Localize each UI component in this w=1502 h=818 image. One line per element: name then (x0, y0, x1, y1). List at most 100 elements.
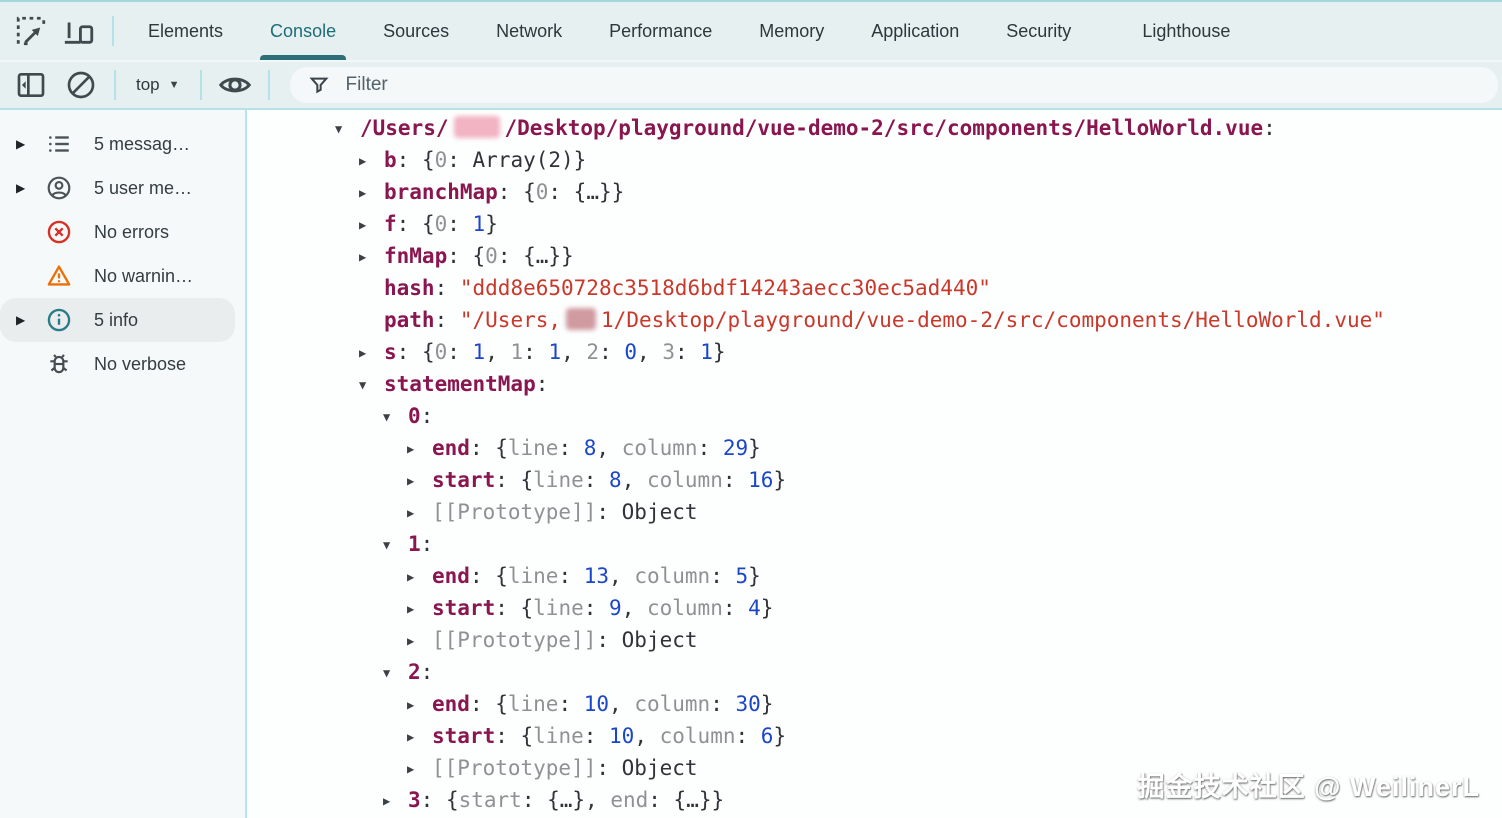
console-text: 0 (535, 180, 549, 204)
console-text: 1 (510, 340, 524, 364)
console-text: s (384, 340, 397, 364)
console-text: , (596, 436, 622, 460)
disclosure-closed-icon[interactable]: ▶ (359, 154, 367, 168)
warning-icon (46, 263, 76, 289)
disclosure-open-icon[interactable]: ▼ (359, 378, 367, 392)
tab-application[interactable]: Application (869, 2, 961, 60)
toolbar-divider (114, 70, 116, 100)
disclosure-closed-icon[interactable]: ▶ (407, 570, 415, 584)
toolbar-divider (112, 16, 114, 46)
disclosure-closed-icon[interactable]: ▶ (407, 506, 415, 520)
console-text: end (610, 788, 649, 812)
disclosure-open-icon[interactable]: ▼ (383, 666, 391, 680)
console-row: ▶[[Prototype]]: Object (247, 752, 1502, 784)
live-expression-button[interactable] (216, 66, 254, 104)
console-text: 1 (700, 340, 713, 364)
sidebar-item-label: No verbose (94, 353, 187, 374)
sidebar-item-no-verbose[interactable]: No verbose (0, 342, 235, 386)
disclosure-closed-icon[interactable]: ▶ (359, 346, 367, 360)
disclosure-open-icon[interactable]: ▼ (335, 122, 343, 136)
toggle-device-toolbar-button[interactable] (60, 12, 98, 50)
console-row: ▶b: {0: Array(2)} (247, 144, 1502, 176)
disclosure-closed-icon[interactable]: ▶ (407, 634, 415, 648)
console-text: 8 (583, 436, 597, 460)
disclosure-closed-icon[interactable]: ▶ (407, 730, 415, 744)
console-text: , (621, 596, 647, 620)
console-text: } (760, 692, 774, 716)
execution-context-dropdown[interactable]: top ▼ (130, 75, 186, 95)
tab-lighthouse[interactable]: Lighthouse (1140, 2, 1232, 60)
tab-security[interactable]: Security (1004, 2, 1073, 60)
filter-box[interactable] (289, 67, 1498, 103)
console-sidebar-toggle-button[interactable] (12, 66, 50, 104)
console-text: end (432, 436, 470, 460)
disclosure-closed-icon[interactable]: ▶ (359, 186, 367, 200)
console-text: : (583, 724, 610, 748)
console-text: 8 (609, 468, 622, 492)
sidebar-item-no-errors[interactable]: No errors (0, 210, 235, 254)
console-row: ▼2: (247, 656, 1502, 688)
console-text: : (1263, 116, 1276, 140)
expand-arrow-icon[interactable]: ▶ (16, 137, 26, 151)
tab-network[interactable]: Network (494, 2, 564, 60)
console-text: 3 (662, 340, 675, 364)
console-text: , (609, 564, 635, 588)
console-messages: ▼/Users//Desktop/playground/vue-demo-2/s… (247, 110, 1502, 818)
console-text: : (722, 468, 749, 492)
console-text: : { (447, 244, 486, 268)
console-text: : { (495, 468, 534, 492)
tab-sources[interactable]: Sources (381, 2, 451, 60)
disclosure-closed-icon[interactable]: ▶ (359, 250, 367, 264)
execution-context-label: top (136, 75, 160, 94)
console-text: 6 (760, 724, 774, 748)
device-toolbar-icon (64, 22, 94, 44)
console-row: ▶f: {0: 1} (247, 208, 1502, 240)
disclosure-closed-icon[interactable]: ▶ (407, 442, 415, 456)
disclosure-closed-icon[interactable]: ▶ (407, 474, 415, 488)
sidebar-item-no-warnin-[interactable]: No warnin… (0, 254, 235, 298)
list-icon (46, 131, 76, 157)
console-text: : { (469, 692, 508, 716)
disclosure-open-icon[interactable]: ▼ (383, 410, 391, 424)
disclosure-open-icon[interactable]: ▼ (383, 538, 391, 552)
disclosure-closed-icon[interactable]: ▶ (407, 762, 415, 776)
console-text: } (760, 596, 774, 620)
console-text: /Users/ (360, 116, 449, 140)
console-text: : (722, 596, 749, 620)
console-row: ▼0: (247, 400, 1502, 432)
expand-arrow-icon[interactable]: ▶ (16, 313, 26, 327)
console-text: 1 (548, 340, 562, 364)
sidebar-item-5-messag-[interactable]: ▶5 messag… (0, 122, 235, 166)
sidebar-item-5-info[interactable]: ▶5 info (0, 298, 235, 342)
inspect-element-button[interactable] (12, 12, 50, 50)
expand-arrow-icon[interactable]: ▶ (16, 181, 26, 195)
console-text: 3 (408, 788, 421, 812)
tab-performance[interactable]: Performance (607, 2, 714, 60)
filter-input[interactable] (343, 73, 1498, 97)
disclosure-closed-icon[interactable]: ▶ (359, 218, 367, 232)
tab-elements[interactable]: Elements (146, 2, 225, 60)
console-text: 9 (609, 596, 622, 620)
console-text: 30 (735, 692, 761, 716)
console-text: : (735, 724, 761, 748)
user-icon (46, 175, 76, 201)
toolbar-divider (267, 70, 270, 100)
sidebar-item-5-user-me-[interactable]: ▶5 user me… (0, 166, 235, 210)
disclosure-closed-icon[interactable]: ▶ (407, 602, 415, 616)
console-text: [[Prototype]] (432, 756, 597, 780)
tab-console[interactable]: Console (260, 2, 347, 60)
clear-console-button[interactable] (62, 66, 100, 104)
console-text: : Object (596, 628, 698, 652)
console-text: : (599, 340, 625, 364)
disclosure-closed-icon[interactable]: ▶ (407, 698, 415, 712)
console-row: ▶[[Prototype]]: Object (247, 496, 1502, 528)
console-text: : { (495, 596, 534, 620)
console-row: ▼/Users//Desktop/playground/vue-demo-2/s… (247, 112, 1502, 144)
disclosure-closed-icon[interactable]: ▶ (383, 794, 391, 808)
console-row: ▶ [[Prototype]]: Object (247, 624, 1502, 656)
console-text: 13 (583, 564, 610, 588)
console-text: [[Prototype]] (432, 628, 597, 652)
tab-memory[interactable]: Memory (757, 2, 826, 60)
console-text: 0 (434, 212, 448, 236)
console-text: : (558, 692, 584, 716)
